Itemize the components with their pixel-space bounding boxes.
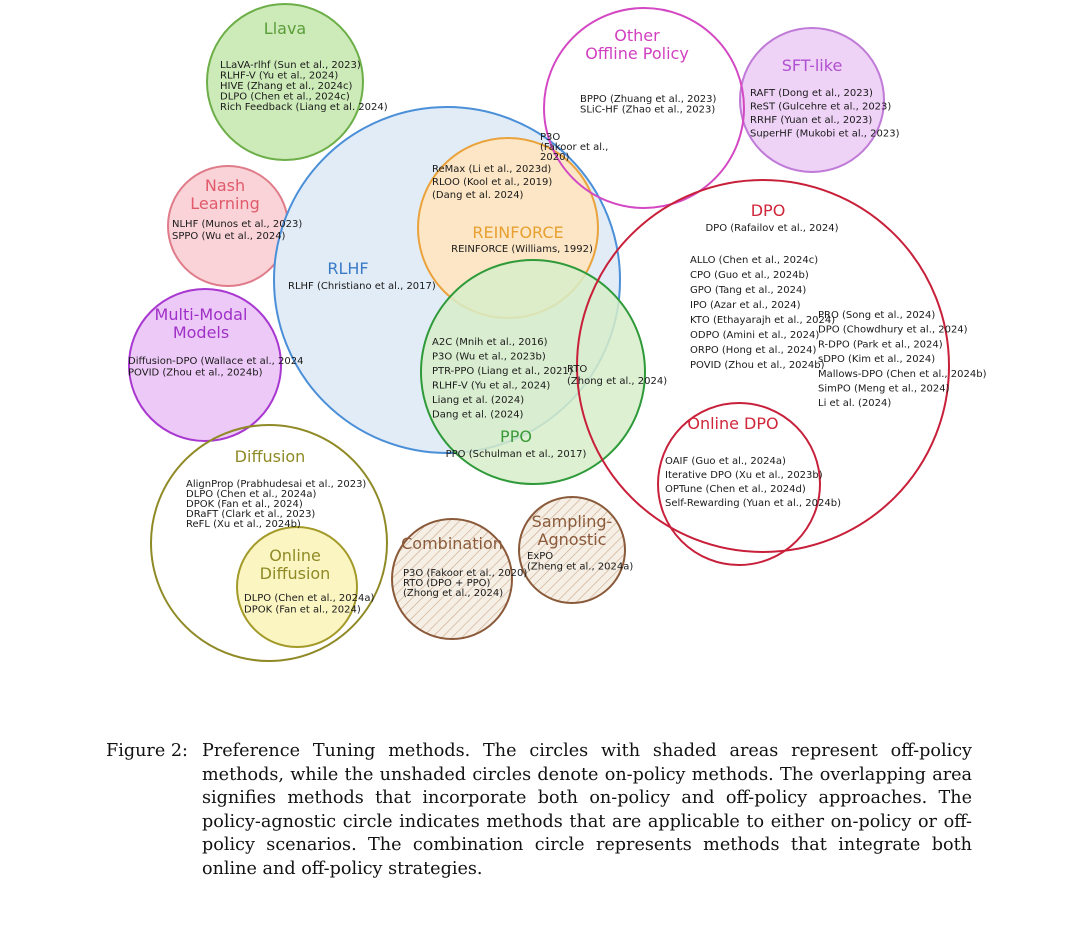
dpo-right-item: Mallows-DPO (Chen et al., 2024b)	[818, 369, 987, 380]
ppo-item: Dang et al. (2024)	[432, 410, 524, 421]
diffusion-item: DPOK (Fan et al., 2024)	[186, 499, 303, 510]
ppo-item: Liang et al. (2024)	[432, 395, 524, 406]
sampling-agnostic-title: Agnostic	[538, 530, 607, 549]
nash-item: SPPO (Wu et al., 2024)	[172, 231, 286, 242]
online-diffusion-circle	[236, 526, 358, 648]
online-dpo-item: Self-Rewarding (Yuan et al., 2024b)	[665, 498, 841, 509]
online-diffusion-title: Diffusion	[260, 564, 331, 583]
reinforce-item: REINFORCE (Williams, 1992)	[451, 244, 593, 255]
combination-item: RTO (DPO + PPO)	[403, 578, 491, 589]
diffusion-circle	[150, 424, 388, 662]
dpo-item: DPO (Rafailov et al., 2024)	[705, 223, 838, 234]
rto-item: RTO	[567, 364, 587, 375]
other-offline-item: BPPO (Zhuang et al., 2023)	[580, 94, 717, 105]
online-dpo-item: Iterative DPO (Xu et al., 2023b)	[665, 470, 823, 481]
online-diffusion-item: DPOK (Fan et al., 2024)	[244, 605, 361, 616]
p3o-top-item: (Fakoor et al.,	[540, 142, 608, 153]
diffusion-title: Diffusion	[235, 447, 306, 466]
caption-label: Figure 2:	[106, 741, 188, 761]
rto-item: (Zhong et al., 2024)	[567, 376, 667, 387]
ppo-circle	[420, 259, 646, 485]
online-diffusion-item: DLPO (Chen et al., 2024a)	[244, 593, 375, 604]
ppo-item: A2C (Mnih et al., 2016)	[432, 337, 548, 348]
llava-item: RLHF-V (Yu et al., 2024)	[220, 71, 338, 82]
combination-title: Combination	[401, 534, 503, 553]
figure-caption: Figure 2: Preference Tuning methods. The…	[106, 740, 972, 881]
sampling-agnostic-circle	[518, 496, 626, 604]
other-offline-title: Offline Policy	[585, 44, 689, 63]
diffusion-item: DLPO (Chen et al., 2024a)	[186, 489, 317, 500]
dpo-circle	[576, 179, 950, 553]
other-offline-title: Other	[614, 26, 660, 45]
multimodal-title: Models	[173, 323, 229, 342]
sft-like-item: RAFT (Dong et al., 2023)	[750, 88, 873, 99]
sampling-agnostic-item: (Zheng et al., 2024a)	[527, 562, 633, 573]
ppo-title: PPO	[500, 427, 532, 446]
dpo-left-item: ODPO (Amini et al., 2024)	[690, 330, 819, 341]
diffusion-item: DRaFT (Clark et al., 2023)	[186, 509, 315, 520]
reinforce-item: ReMax (Li et al., 2023d)	[432, 164, 551, 175]
multimodal-circle	[128, 288, 282, 442]
online-dpo-item: OAIF (Guo et al., 2024a)	[665, 456, 786, 467]
llava-circle	[206, 3, 364, 161]
dpo-left-item: IPO (Azar et al., 2024)	[690, 300, 801, 311]
reinforce-title: REINFORCE	[472, 223, 563, 242]
dpo-left-item: ALLO (Chen et al., 2024c)	[690, 255, 818, 266]
sft-like-item: RRHF (Yuan et al., 2023)	[750, 115, 872, 126]
llava-title: Llava	[264, 19, 306, 38]
llava-item: Rich Feedback (Liang et al. 2024)	[220, 102, 388, 113]
nash-title: Nash	[205, 176, 245, 195]
caption-text: Preference Tuning methods. The circles w…	[202, 741, 972, 879]
dpo-left-item: KTO (Ethayarajh et al., 2024)	[690, 315, 835, 326]
rlhf-title: RLHF	[327, 259, 368, 278]
ppo-item: PPO (Schulman et al., 2017)	[446, 449, 587, 460]
other-offline-circle	[543, 7, 745, 209]
llava-item: HIVE (Zhang et al., 2024c)	[220, 81, 353, 92]
dpo-right-item: sDPO (Kim et al., 2024)	[818, 354, 935, 365]
online-dpo-item: OPTune (Chen et al., 2024d)	[665, 484, 806, 495]
combination-item: (Zhong et al., 2024)	[403, 588, 503, 599]
multimodal-item: POVID (Zhou et al., 2024b)	[128, 368, 263, 379]
sft-like-item: SuperHF (Mukobi et al., 2023)	[750, 129, 900, 140]
dpo-right-item: Li et al. (2024)	[818, 398, 891, 409]
ppo-item: RLHF-V (Yu et al., 2024)	[432, 381, 550, 392]
online-dpo-circle	[657, 402, 821, 566]
multimodal-item: Diffusion-DPO (Wallace et al., 2024	[128, 356, 303, 367]
multimodal-title: Multi-Modal	[155, 305, 248, 324]
dpo-title: DPO	[751, 201, 786, 220]
sampling-agnostic-item: ExPO	[527, 551, 553, 562]
combination-item: P3O (Fakoor et al., 2020)	[403, 568, 527, 579]
p3o-top-item: P3O	[540, 132, 560, 143]
online-diffusion-title: Online	[269, 546, 321, 565]
sft-like-item: ReST (Gulcehre et al., 2023)	[750, 102, 891, 113]
dpo-left-item: ORPO (Hong et al., 2024)	[690, 345, 816, 356]
reinforce-item: (Dang et al. 2024)	[432, 190, 524, 201]
nash-title: Learning	[190, 194, 259, 213]
diffusion-item: AlignProp (Prabhudesai et al., 2023)	[186, 479, 366, 490]
nash-item: NLHF (Munos et al., 2023)	[172, 219, 302, 230]
other-offline-item: SLiC-HF (Zhao et al., 2023)	[580, 105, 715, 116]
combination-circle	[391, 518, 513, 640]
ppo-item: P3O (Wu et al., 2023b)	[432, 352, 546, 363]
dpo-left-item: CPO (Guo et al., 2024b)	[690, 270, 809, 281]
dpo-right-item: R-DPO (Park et al., 2024)	[818, 339, 943, 350]
sft-like-title: SFT-like	[782, 56, 843, 75]
ppo-item: PTR-PPO (Liang et al., 2021)	[432, 366, 573, 377]
sampling-agnostic-title: Sampling-	[532, 512, 613, 531]
sft-like-circle	[739, 27, 885, 173]
dpo-right-item: PRO (Song et al., 2024)	[818, 310, 935, 321]
reinforce-item: RLOO (Kool et al., 2019)	[432, 177, 552, 188]
rlhf-item: RLHF (Christiano et al., 2017)	[288, 281, 436, 292]
p3o-top-item: 2020)	[540, 152, 569, 163]
online-dpo-title: Online DPO	[687, 414, 778, 433]
dpo-left-item: POVID (Zhou et al., 2024b)	[690, 360, 825, 371]
llava-item: LLaVA-rlhf (Sun et al., 2023)	[220, 60, 361, 71]
llava-item: DLPO (Chen et al., 2024c)	[220, 92, 350, 103]
dpo-right-item: SimPO (Meng et al., 2024)	[818, 384, 950, 395]
diffusion-item: ReFL (Xu et al., 2024b)	[186, 519, 301, 530]
dpo-right-item: DPO (Chowdhury et al., 2024)	[818, 325, 968, 336]
dpo-left-item: GPO (Tang et al., 2024)	[690, 285, 806, 296]
